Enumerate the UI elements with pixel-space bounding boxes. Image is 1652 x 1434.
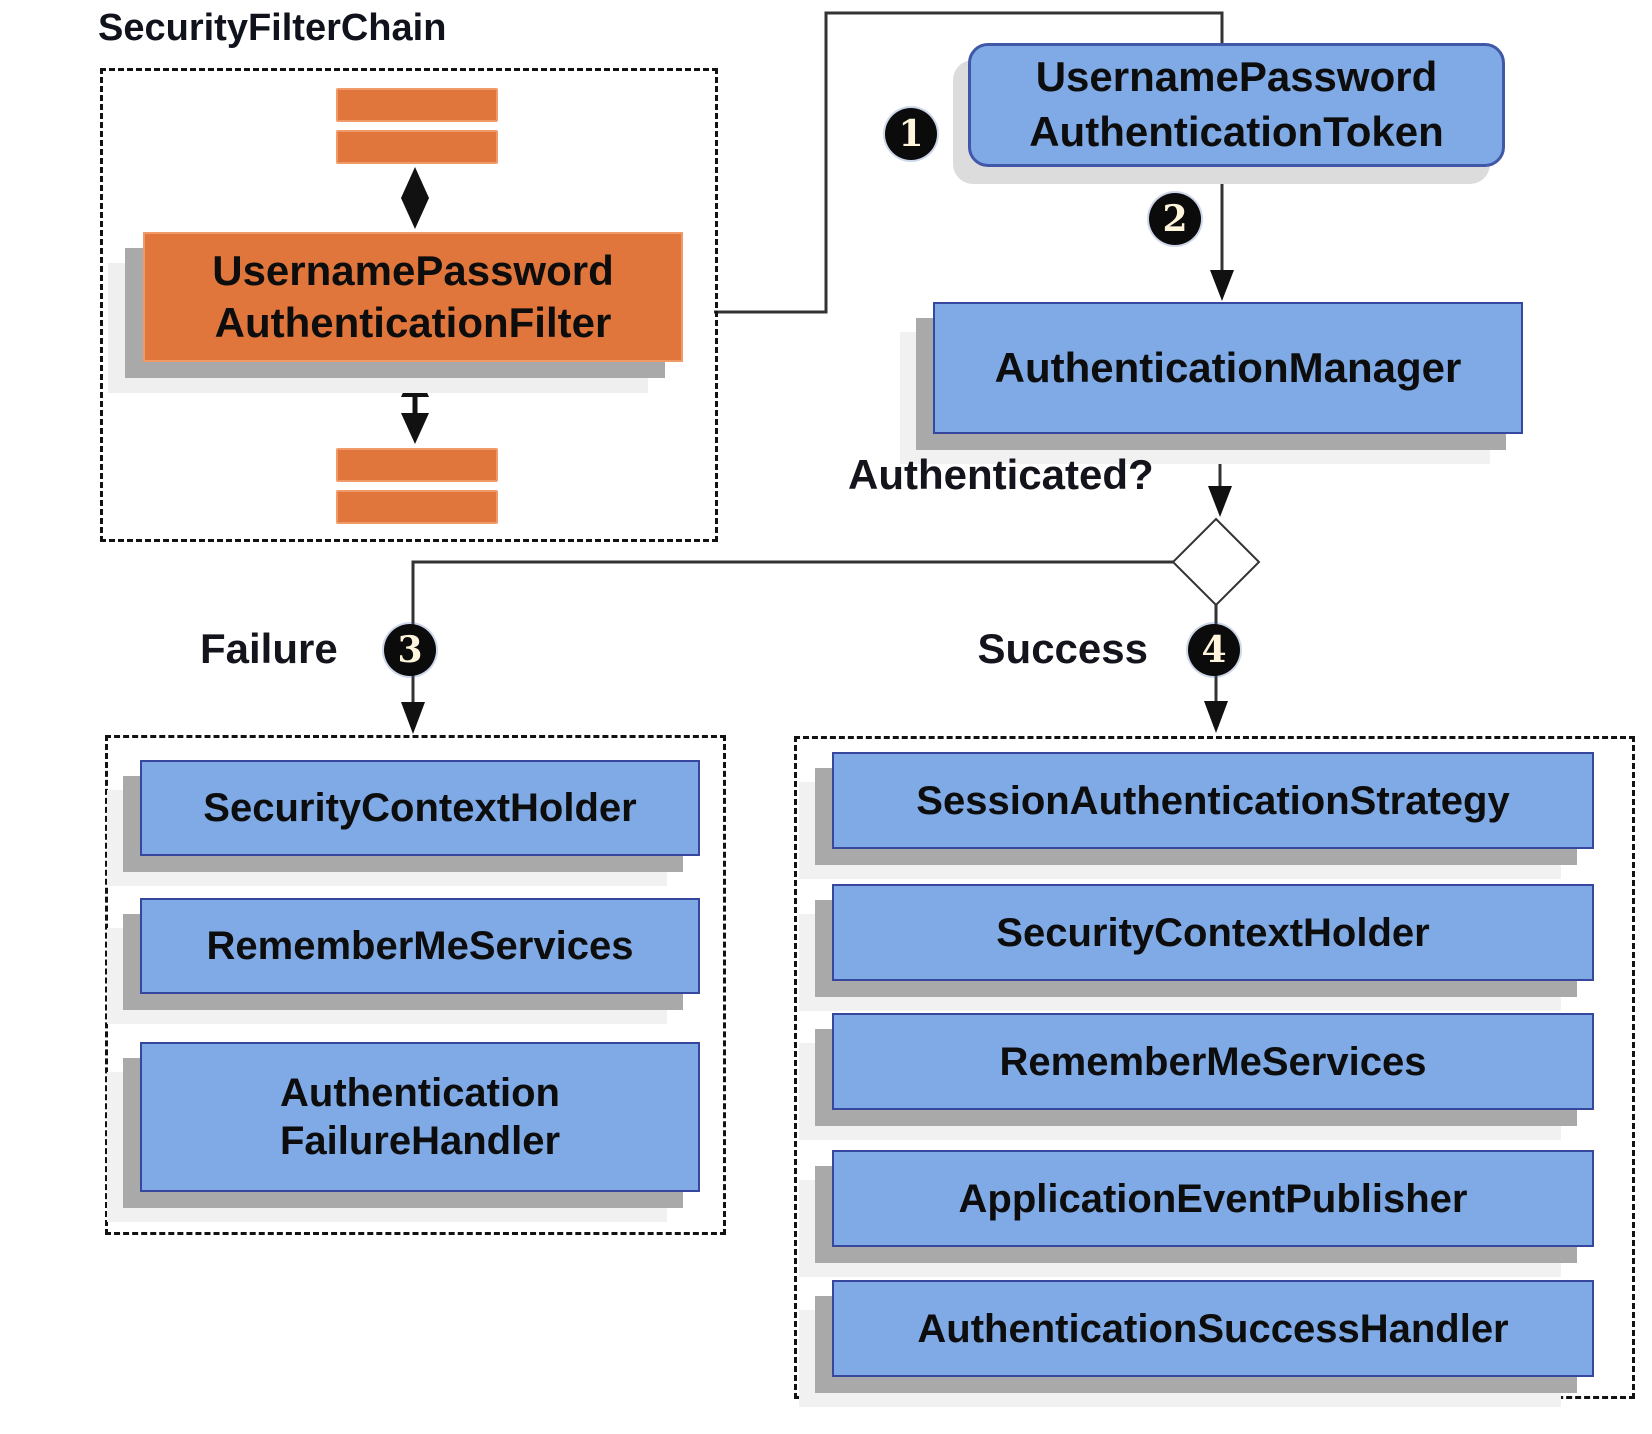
arrowhead-into-failure-panel (401, 702, 425, 734)
failure-label: Failure (200, 625, 338, 672)
authentication-success-handler-box: AuthenticationSuccessHandler (832, 1280, 1594, 1377)
failure-security-context-holder-box: SecurityContextHolder (140, 760, 700, 856)
arrowhead-into-authentication-manager (1210, 270, 1234, 301)
session-authentication-strategy-box: SessionAuthenticationStrategy (832, 752, 1594, 849)
authenticated-question-label: Authenticated? (848, 451, 1154, 498)
step-3-badge: 3 (384, 624, 436, 676)
username-password-authentication-filter-box: UsernamePassword AuthenticationFilter (143, 232, 683, 362)
success-label: Success (977, 625, 1148, 672)
arrowhead-into-decision-diamond (1208, 486, 1232, 517)
authentication-manager-box: AuthenticationManager (933, 302, 1523, 434)
filter-stack-bar-top-2 (336, 130, 498, 164)
filter-stack-bar-bottom-1 (336, 448, 498, 482)
authentication-failure-handler-box: Authentication FailureHandler (140, 1042, 700, 1192)
failure-handlers-panel (105, 735, 726, 1235)
security-filter-chain-panel (100, 68, 718, 542)
step-2-badge: 2 (1149, 193, 1201, 245)
success-security-context-holder-box: SecurityContextHolder (832, 884, 1594, 981)
step-4-badge: 4 (1188, 624, 1240, 676)
double-arrow-bottom-up-head (401, 366, 429, 397)
double-arrow-top-down-head (401, 198, 429, 229)
filter-stack-bar-top-1 (336, 88, 498, 122)
success-remember-me-services-box: RememberMeServices (832, 1013, 1594, 1110)
success-handlers-panel (794, 736, 1635, 1399)
double-arrow-top-up-head (401, 167, 429, 198)
arrowhead-into-success-panel (1204, 701, 1228, 733)
failure-remember-me-services-box: RememberMeServices (140, 898, 700, 994)
filter-stack-bar-bottom-2 (336, 490, 498, 524)
security-filter-chain-title: SecurityFilterChain (98, 7, 447, 49)
double-arrow-bottom-down-head (401, 413, 429, 444)
step-1-badge: 1 (885, 108, 937, 160)
username-password-authentication-token-box: UsernamePassword AuthenticationToken (968, 43, 1505, 167)
application-event-publisher-box: ApplicationEventPublisher (832, 1150, 1594, 1247)
